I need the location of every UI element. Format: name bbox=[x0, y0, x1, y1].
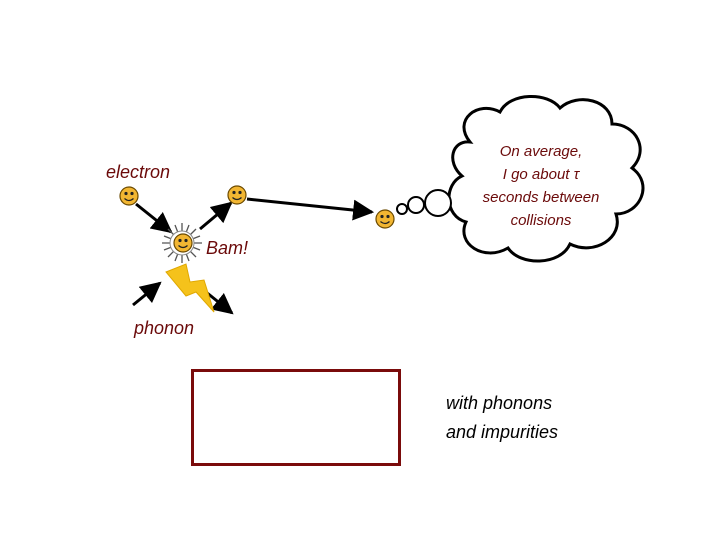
electron-smiley-icon bbox=[375, 209, 395, 229]
trajectory-arrow-1 bbox=[135, 202, 173, 234]
electron-label: electron bbox=[106, 162, 171, 182]
empty-outlined-box bbox=[191, 369, 401, 466]
electron-smiley-icon bbox=[119, 186, 139, 206]
thought-line: seconds between bbox=[482, 189, 600, 206]
lightning-bolt-icon bbox=[165, 263, 215, 313]
note-line: and impurities bbox=[446, 422, 559, 442]
trajectory-arrow-3 bbox=[246, 197, 375, 221]
electron-smiley-icon bbox=[173, 233, 193, 253]
electron-smiley-icon bbox=[227, 185, 247, 205]
thought-bubble-text: On average, I go about τ seconds between… bbox=[468, 140, 614, 232]
thought-line: On average, bbox=[499, 143, 583, 160]
collision-note: with phonons and impurities bbox=[446, 389, 558, 447]
phonon-arrow-in bbox=[132, 281, 162, 307]
thought-line: collisions bbox=[510, 212, 572, 229]
collision-label: Bam! bbox=[206, 238, 249, 258]
thought-bubble-large bbox=[424, 189, 452, 217]
thought-line: I go about τ bbox=[502, 166, 580, 183]
trajectory-arrow-2 bbox=[199, 201, 233, 231]
thought-bubble-medium bbox=[407, 196, 425, 214]
note-line: with phonons bbox=[446, 393, 553, 413]
phonon-label: phonon bbox=[134, 318, 195, 338]
thought-cloud-icon bbox=[447, 95, 645, 263]
thought-bubble-small bbox=[396, 203, 408, 215]
